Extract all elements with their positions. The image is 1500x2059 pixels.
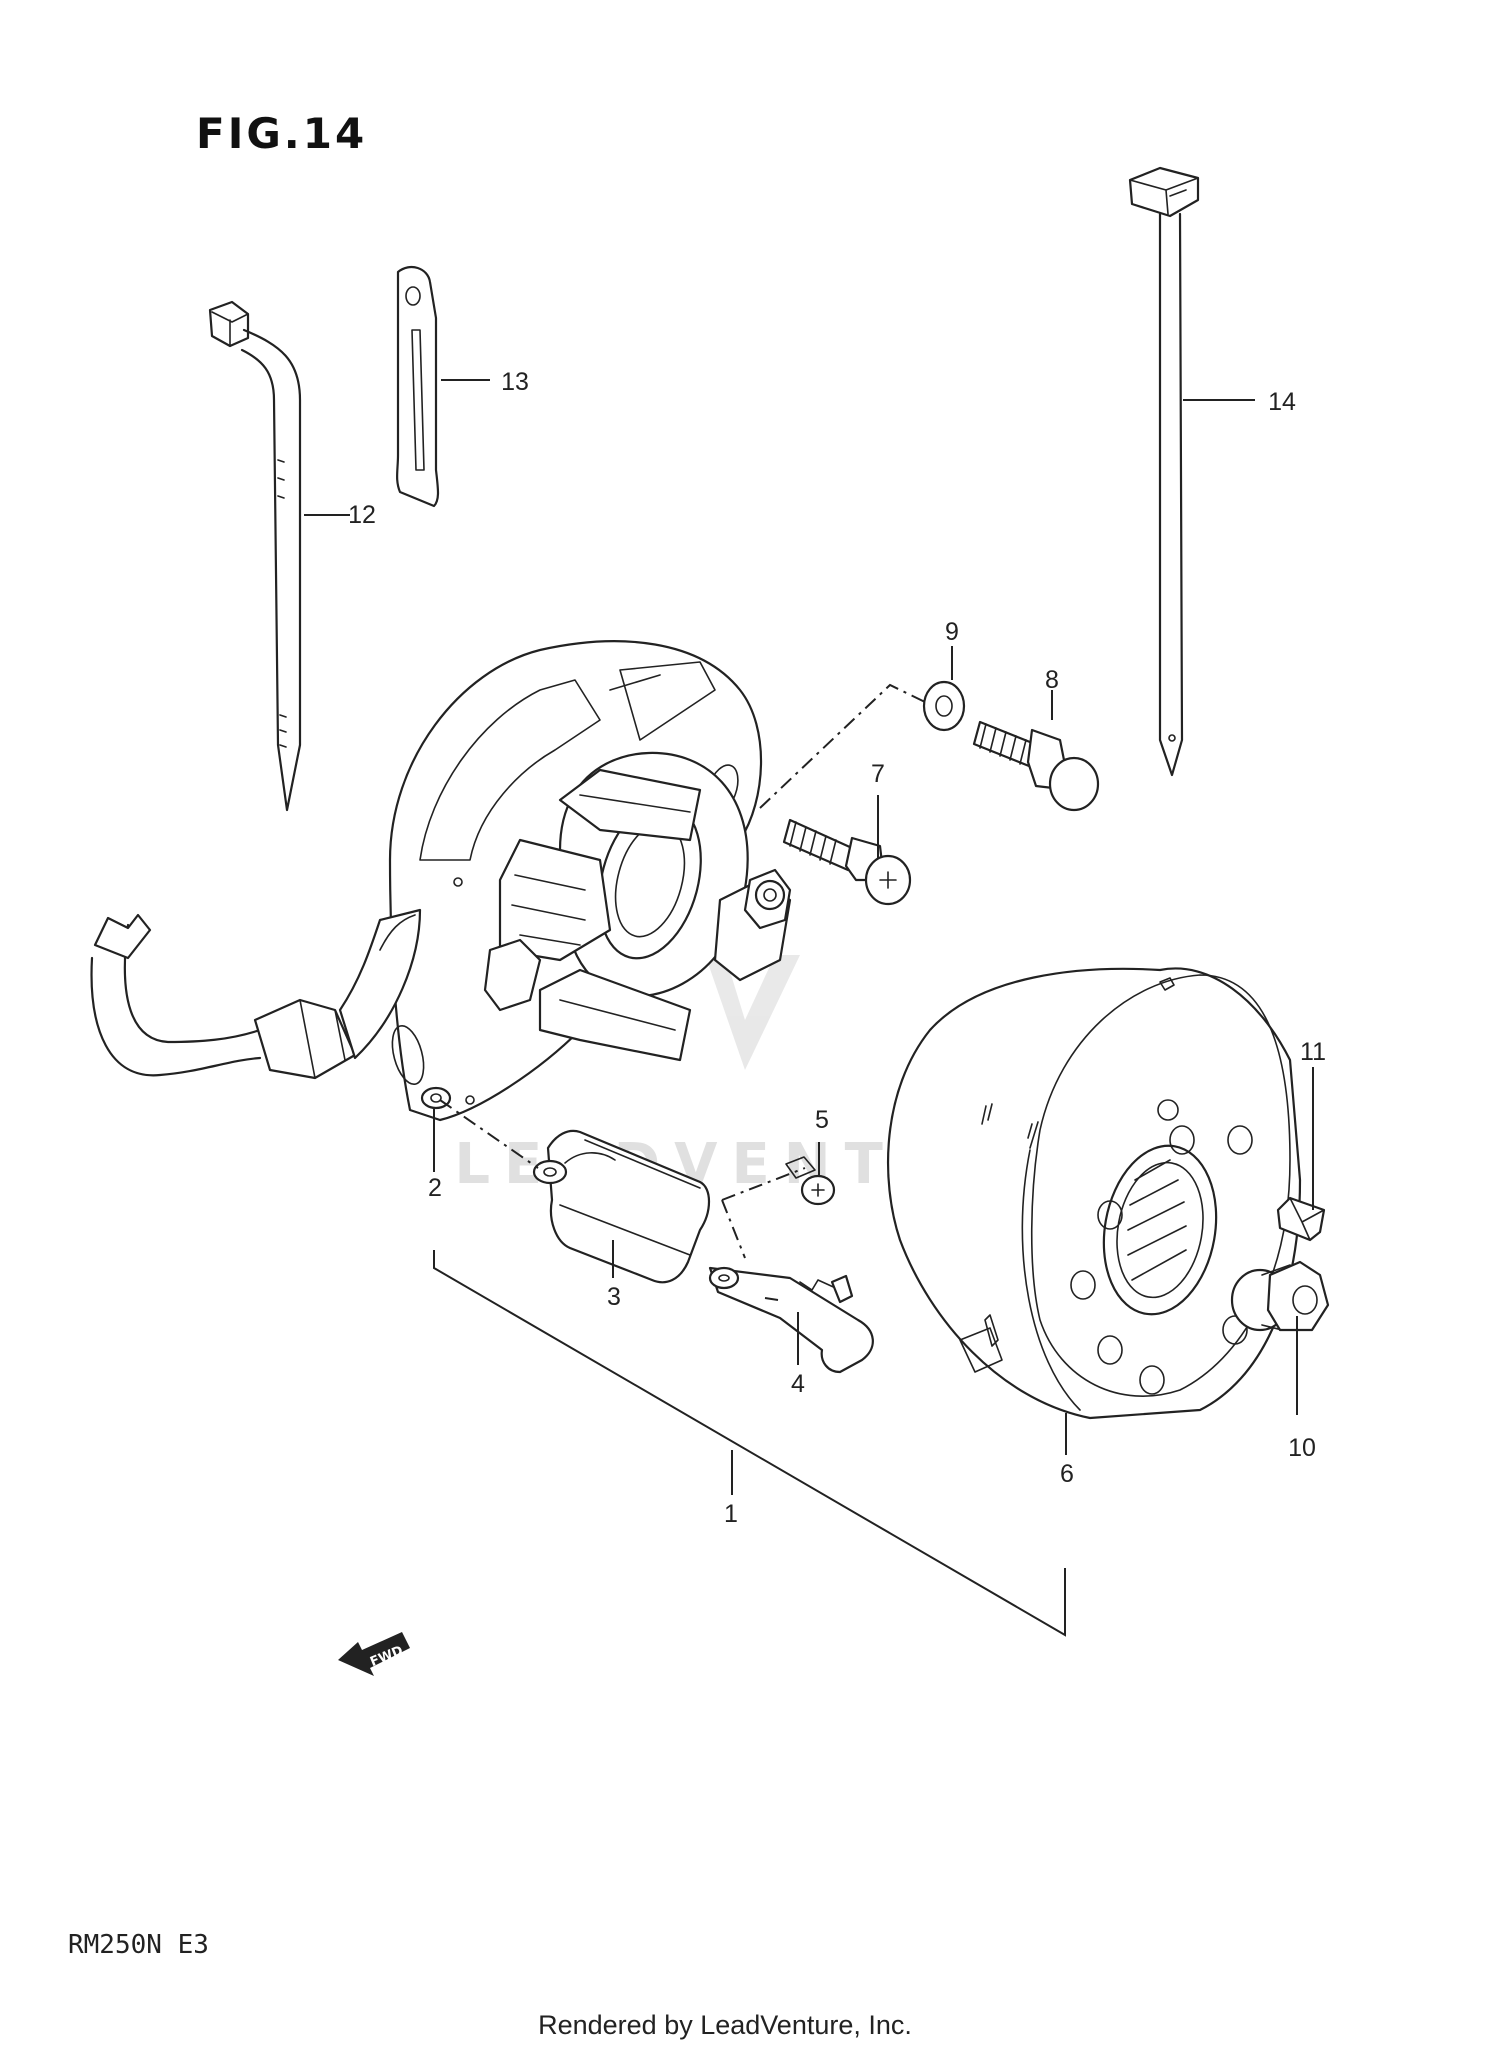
bolt-7[interactable] bbox=[782, 818, 912, 906]
bracket-4[interactable] bbox=[708, 1266, 874, 1374]
callout-leaders bbox=[304, 379, 1314, 1637]
footer-credit: Rendered by LeadVenture, Inc. bbox=[538, 2010, 912, 2040]
callout-5: 5 bbox=[815, 1106, 829, 1134]
model-code: RM250N E3 bbox=[68, 1930, 209, 1960]
callout-2: 2 bbox=[428, 1174, 442, 1202]
callout-9: 9 bbox=[945, 618, 959, 646]
callout-10: 10 bbox=[1288, 1434, 1316, 1462]
callout-8: 8 bbox=[1045, 666, 1059, 694]
cable-tie-14[interactable] bbox=[1128, 166, 1200, 777]
callout-3: 3 bbox=[607, 1283, 621, 1311]
clamp-13[interactable] bbox=[396, 265, 440, 508]
screw-5[interactable] bbox=[785, 1156, 836, 1206]
callout-11: 11 bbox=[1300, 1038, 1326, 1066]
washer-9[interactable] bbox=[922, 680, 966, 732]
pulser-coil-3[interactable] bbox=[532, 1129, 711, 1284]
nut-10[interactable] bbox=[1230, 1260, 1330, 1332]
assembly-lines bbox=[439, 683, 926, 1301]
callout-13: 13 bbox=[501, 368, 529, 396]
fwd-direction-arrow: FWD bbox=[338, 1632, 410, 1676]
callout-7: 7 bbox=[871, 760, 885, 788]
callout-14: 14 bbox=[1268, 388, 1296, 416]
callout-12: 12 bbox=[348, 501, 376, 529]
callout-labels: 1 2 3 4 5 6 7 8 9 10 11 12 13 14 bbox=[348, 368, 1326, 1528]
callout-6: 6 bbox=[1060, 1460, 1074, 1488]
callout-1: 1 bbox=[724, 1500, 738, 1528]
flange-bolt-8[interactable] bbox=[972, 720, 1100, 812]
flywheel-rotor-6[interactable] bbox=[886, 967, 1302, 1420]
wire-harness bbox=[90, 908, 422, 1080]
figure-title: FIG.14 bbox=[196, 109, 367, 158]
callout-4: 4 bbox=[791, 1370, 805, 1398]
cable-tie-12[interactable] bbox=[208, 300, 302, 812]
stator-coils bbox=[483, 751, 792, 1062]
